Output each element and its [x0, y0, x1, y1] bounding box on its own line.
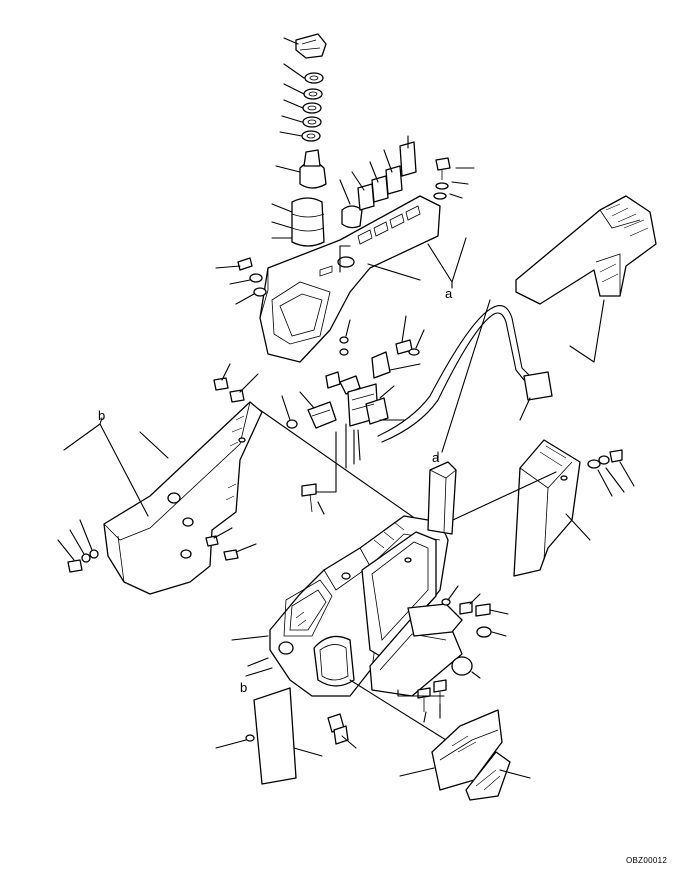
- drawing-code: OBZ00012: [626, 856, 667, 865]
- lower-left-panel: [215, 687, 357, 785]
- console-base-frame: [269, 451, 463, 697]
- console-top-panel: [259, 135, 475, 363]
- callout-a-top: a: [445, 286, 453, 301]
- callout-b-lower: b: [240, 680, 247, 695]
- lever-knob-assembly: [271, 33, 327, 247]
- relay-cluster: [259, 315, 447, 541]
- panel-clips: [215, 257, 267, 305]
- armrest: [515, 195, 657, 363]
- left-bolts: [57, 519, 257, 573]
- lower-right-covers: [399, 709, 531, 801]
- bolts-middle: [213, 363, 325, 515]
- right-side-cover: [439, 439, 635, 577]
- wiring-harness: [377, 299, 553, 453]
- base-fasteners: [349, 585, 509, 741]
- callout-b-left: b: [98, 408, 105, 423]
- left-side-cover: [63, 401, 263, 595]
- base-left-leaders: [231, 635, 273, 677]
- callout-a-lower: a: [432, 450, 440, 465]
